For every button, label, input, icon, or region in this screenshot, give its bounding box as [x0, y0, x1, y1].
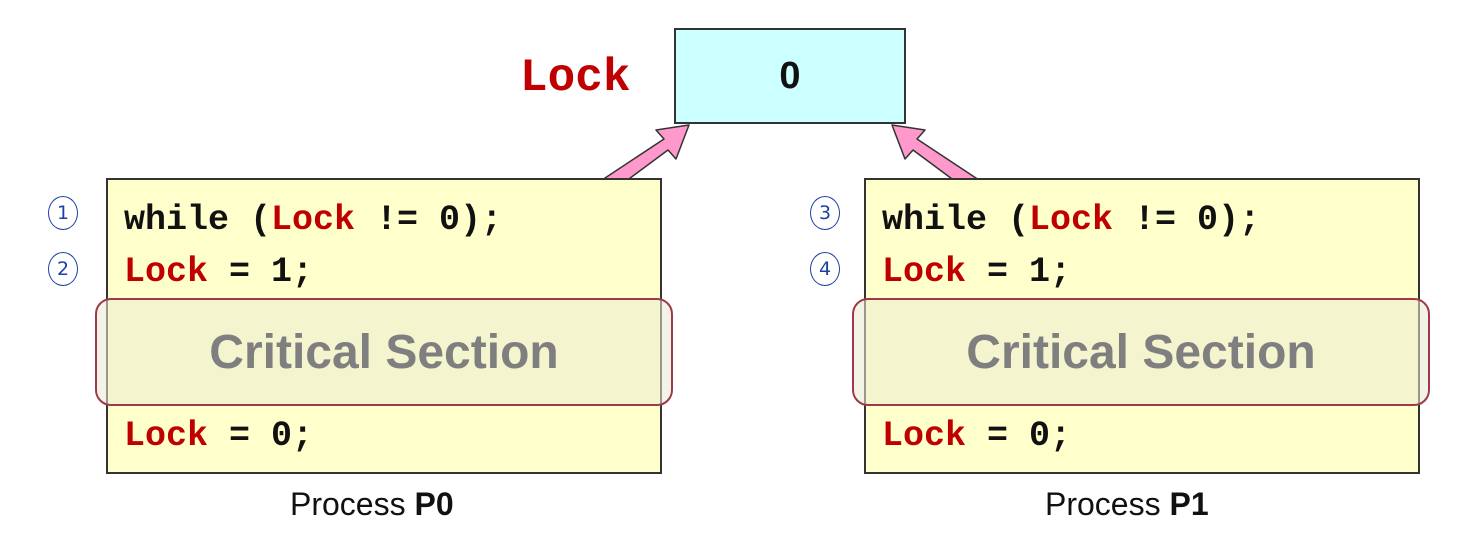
code-line-acquire: Lock = 1; [882, 252, 1072, 292]
process-p1-label: Process P1 [1045, 486, 1209, 522]
code-line-release: Lock = 0; [124, 416, 314, 456]
step-marker-3: 3 [810, 196, 840, 230]
code-line-while: while (Lock != 0); [882, 200, 1261, 240]
lock-keyword: Lock [1029, 200, 1114, 240]
critical-section-p1: Critical Section [852, 298, 1430, 406]
lock-value-box: 0 [674, 28, 906, 124]
lock-keyword: Lock [882, 416, 967, 456]
code-line-release: Lock = 0; [882, 416, 1072, 456]
lock-keyword: Lock [882, 252, 967, 292]
lock-value: 0 [779, 54, 801, 97]
step-marker-4: 4 [810, 252, 840, 286]
code-line-acquire: Lock = 1; [124, 252, 314, 292]
code-line-while: while (Lock != 0); [124, 200, 503, 240]
lock-keyword: Lock [124, 252, 209, 292]
step-marker-2: 2 [48, 252, 78, 286]
process-p0-label: Process P0 [290, 486, 454, 522]
step-marker-1: 1 [48, 196, 78, 230]
lock-variable-label: Lock [520, 52, 631, 104]
lock-keyword: Lock [124, 416, 209, 456]
critical-section-p0: Critical Section [95, 298, 673, 406]
lock-keyword: Lock [271, 200, 356, 240]
